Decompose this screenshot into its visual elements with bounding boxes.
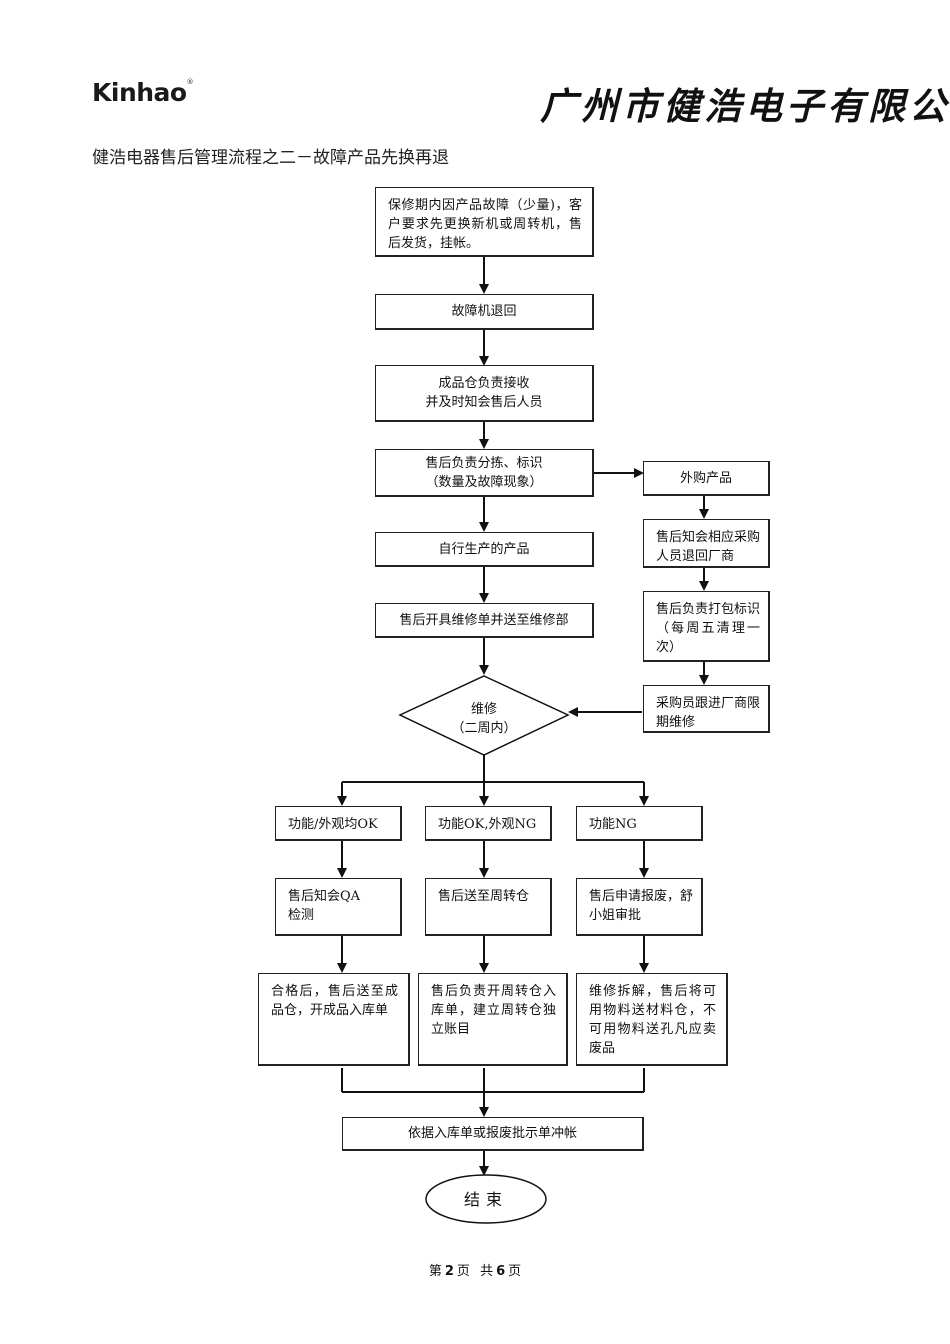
step-start: 保修期内因产品故障（少量)，客户要求先更换新机或周转机，售后发货，挂帐。 (375, 187, 594, 257)
branch-appearance-ng: 功能OK,外观NG (425, 806, 552, 841)
company-name: 广州市健浩电子有限公 (540, 84, 950, 128)
step-warehouse: 成品仓负责接收 并及时知会售后人员 (375, 365, 594, 422)
step-scrap-request: 售后申请报废，舒小姐审批 (576, 878, 703, 936)
step-repair-order: 售后开具维修单并送至维修部 (375, 603, 594, 638)
step-purchaser-follow: 采购员跟进厂商限期维修 (643, 685, 770, 733)
step-return: 故障机退回 (375, 294, 594, 330)
step-offset: 依据入库单或报废批示单冲帐 (342, 1117, 644, 1151)
repair-diamond (398, 675, 570, 756)
step-self-made: 自行生产的产品 (375, 532, 594, 567)
step-sort: 售后负责分拣、标识 （数量及故障现象） (375, 449, 594, 497)
end-terminator (425, 1174, 547, 1224)
step-to-finished: 合格后，售后送至成品仓，开成品入库单 (258, 973, 410, 1066)
branch-function-ng: 功能NG (576, 806, 703, 841)
kinhao-logo: Kinhao® (92, 78, 194, 107)
step-to-turnover: 售后送至周转仓 (425, 878, 552, 936)
branch-ok: 功能/外观均OK (275, 806, 402, 841)
repair-label: 维修 （二周内） (451, 702, 517, 736)
step-qa: 售后知会QA 检测 (275, 878, 402, 936)
step-pack: 售后负责打包标识（每周五清理一次） (643, 591, 770, 662)
step-purchased: 外购产品 (643, 461, 770, 496)
step-dismantle: 维修拆解，售后将可用物料送材料仓，不可用物料送孔凡应卖废品 (576, 973, 728, 1066)
step-turnover-account: 售后负责开周转仓入库单，建立周转仓独立账目 (418, 973, 568, 1066)
step-notify-purchasing: 售后知会相应采购人员退回厂商 (643, 519, 770, 568)
end-label: 结束 (463, 1190, 508, 1209)
document-title: 健浩电器售后管理流程之二－故障产品先换再退 (92, 148, 449, 168)
